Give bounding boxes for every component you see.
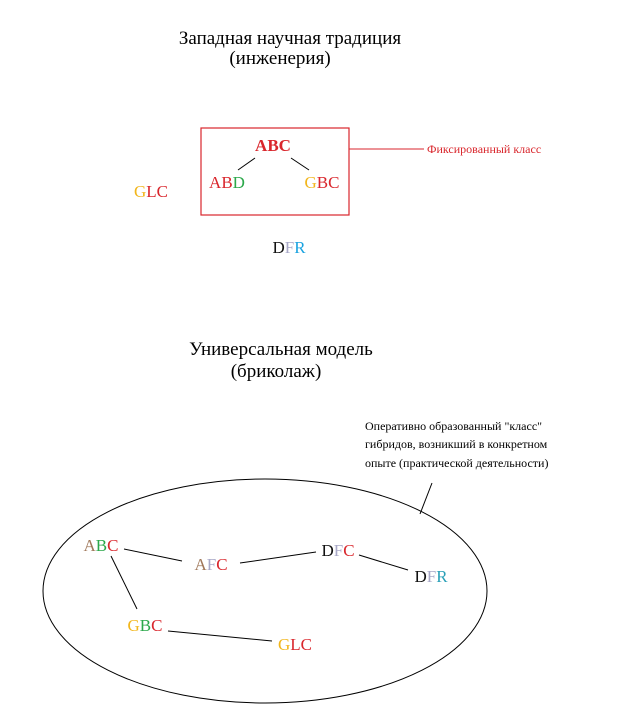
bottom-node-abc: ABC <box>84 536 119 555</box>
edge-abc-gbc <box>290 157 310 171</box>
note-pointer-line <box>419 482 433 515</box>
bottom-node-dfc-letter-d: D <box>321 541 333 560</box>
edge-gbc-glc <box>167 630 273 642</box>
note-line-3: опыте (практической деятельности) <box>365 456 548 470</box>
bottom-node-afc-letter-a: A <box>194 555 207 574</box>
top-root-abc-letter-a: A <box>255 136 268 155</box>
top-root-abc-letter-b: B <box>267 136 278 155</box>
bottom-node-dfr: DFR <box>414 567 448 586</box>
bottom-node-dfr-letter-f: F <box>427 567 436 586</box>
bottom-node-abc-letter-b: B <box>96 536 107 555</box>
top-node-dfr-letter-f: F <box>285 238 294 257</box>
top-node-dfr-letter-d: D <box>272 238 284 257</box>
top-section: Западная научная традиция (инженерия) AB… <box>134 28 541 257</box>
bottom-node-glc: GLC <box>278 635 312 654</box>
top-node-gbc-letter-c: C <box>328 173 339 192</box>
top-node-gbc-letter-g: G <box>305 173 317 192</box>
top-root-abc: ABC <box>255 136 291 155</box>
top-root-abc-letter-c: C <box>279 136 291 155</box>
bottom-node-abc-letter-a: A <box>84 536 97 555</box>
bottom-node-dfc-letter-c: C <box>343 541 354 560</box>
bottom-node-gbc-letter-c: C <box>151 616 162 635</box>
bottom-node-glc-letter-c: C <box>301 635 312 654</box>
edge-abc-abd <box>237 157 256 171</box>
bottom-node-gbc-letter-b: B <box>140 616 151 635</box>
bottom-node-afc-letter-c: C <box>216 555 227 574</box>
top-node-glc-letter-l: L <box>146 182 156 201</box>
bottom-node-afc-letter-f: F <box>207 555 216 574</box>
bottom-node-abc-letter-c: C <box>107 536 118 555</box>
top-node-glc-letter-g: G <box>134 182 146 201</box>
hybrid-class-ellipse <box>42 478 488 704</box>
top-node-dfr: DFR <box>272 238 306 257</box>
bottom-node-dfr-letter-r: R <box>436 567 448 586</box>
edge-afc-dfc <box>239 551 317 564</box>
fixed-class-callout: Фиксированный класс <box>427 142 541 156</box>
bottom-node-dfc: DFC <box>321 541 354 560</box>
note-line-2: гибридов, возникший в конкретном <box>365 437 548 451</box>
bottom-node-afc: AFC <box>194 555 227 574</box>
fixed-class-box <box>200 127 350 216</box>
bottom-node-dfr-letter-d: D <box>414 567 426 586</box>
bottom-node-gbc-letter-g: G <box>128 616 140 635</box>
top-node-gbc: GBC <box>305 173 340 192</box>
top-node-glc: GLC <box>134 182 168 201</box>
bottom-title-line2: (бриколаж) <box>231 361 322 382</box>
note-line-1: Оперативно образованный "класс" <box>365 419 542 433</box>
top-node-abd-letter-a: A <box>209 173 222 192</box>
top-node-abd-letter-d: D <box>233 173 245 192</box>
edge-abc-afc <box>123 548 183 562</box>
top-title-line2: (инженерия) <box>229 48 330 69</box>
top-node-abd: ABD <box>209 173 245 192</box>
edge-dfc-dfr <box>358 554 409 571</box>
bottom-section: Универсальная модель (бриколаж) Оператив… <box>42 339 548 704</box>
edge-abc-gbc <box>110 555 138 610</box>
top-title-line1: Западная научная традиция <box>179 28 401 49</box>
bottom-title-line1: Универсальная модель <box>189 339 373 360</box>
bottom-node-glc-letter-g: G <box>278 635 290 654</box>
top-node-glc-letter-c: C <box>157 182 168 201</box>
top-node-abd-letter-b: B <box>221 173 232 192</box>
top-node-gbc-letter-b: B <box>317 173 328 192</box>
bottom-node-glc-letter-l: L <box>290 635 300 654</box>
bottom-node-gbc: GBC <box>128 616 163 635</box>
top-node-dfr-letter-r: R <box>294 238 306 257</box>
bottom-node-dfc-letter-f: F <box>334 541 343 560</box>
